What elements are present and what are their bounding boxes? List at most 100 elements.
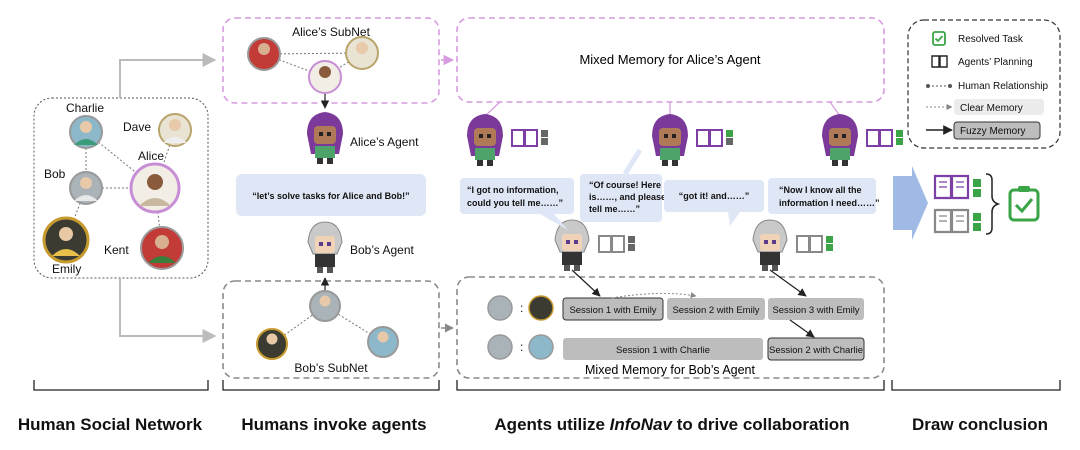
fuzzy-memory-link [789, 319, 815, 338]
column-label-collab-pre: Agents utilize [494, 415, 609, 434]
bob-subnet-avatar-charlie [367, 326, 399, 358]
column-label-invoke: Humans invoke agents [241, 415, 426, 434]
bob-memory-links [571, 269, 807, 297]
bob-agent-sprite-1 [554, 219, 590, 271]
column-label-network: Human Social Network [18, 415, 203, 434]
bubble-2-line-1: “Of course! Here [589, 180, 661, 190]
invoke-quote: “let’s solve tasks for Alice and Bob!” [252, 191, 409, 201]
session-emily-2-label: Session 2 with Emily [672, 305, 759, 316]
conclusion-brace [985, 173, 1001, 235]
alice-agents-row [467, 114, 903, 166]
avatar-dave [158, 113, 192, 147]
session-emily-3: Session 3 with Emily [768, 298, 864, 320]
alice-agent-sprite-3 [822, 114, 858, 166]
bob-subnet-avatar-bob [309, 290, 341, 322]
planning-book-icon-bob-1 [598, 235, 635, 253]
column-label-collaboration: Agents utilize InfoNav to drive collabor… [494, 415, 849, 434]
column-label-collab-post: to drive collaboration [672, 415, 850, 434]
memory-row-emily-avatars [487, 295, 554, 321]
relationship-line-icon [926, 84, 952, 88]
bob-subnet-title: Bob’s SubNet [294, 361, 368, 375]
alice-memory-links [484, 101, 841, 117]
check-icon [932, 31, 946, 46]
clear-memory-swatch [954, 99, 1044, 115]
planning-book-icon-alice-2 [696, 129, 733, 147]
bob-memory-box [456, 276, 885, 379]
conclusion-purple-book-icon [933, 174, 970, 200]
conclusion-gray-book-icon [933, 208, 970, 234]
session-emily-3-label: Session 3 with Emily [772, 305, 859, 316]
alice-memory-title: Mixed Memory for Alice’s Agent [579, 52, 760, 67]
colon-charlie: : [520, 340, 523, 354]
name-emily: Emily [52, 262, 81, 276]
dialogue-bubble-2: “Of course! Here is……, and please tell m… [580, 174, 666, 222]
name-kent: Kent [104, 243, 129, 257]
legend-agents-planning: Agents’ Planning [958, 57, 1033, 68]
alice-subnet-avatar-alice [308, 60, 342, 94]
conclusion-arrow-icon [893, 166, 928, 240]
session-charlie-1-label: Session 1 with Charlie [616, 345, 710, 356]
session-emily-1-label: Session 1 with Emily [569, 305, 656, 316]
session-charlie-2-label: Session 2 with Charlie [769, 345, 863, 356]
name-charlie: Charlie [66, 101, 104, 115]
bubble-2-pointer [622, 148, 643, 176]
bob-subnet-box [222, 280, 440, 379]
alice-agent-sprite-2 [652, 114, 688, 166]
planning-book-icon-alice-3 [866, 129, 903, 147]
conclusion-small-checks [973, 179, 981, 231]
column-brackets [33, 380, 1061, 391]
bubble-1-line-1: “I got no information, [467, 185, 559, 195]
alice-subnet-box [222, 17, 440, 104]
column-label-collab-infonav: InfoNav [610, 415, 674, 434]
alice-agent-sprite-1 [467, 114, 503, 166]
bubble-1-line-2: could you tell me……” [467, 198, 563, 208]
bubble-3-text: “got it! and……” [679, 191, 750, 201]
avatar-alice [129, 162, 181, 214]
bob-agent-sprite-2 [752, 219, 788, 271]
avatar-charlie [69, 115, 103, 149]
bob-memory-title: Mixed Memory for Bob’s Agent [585, 363, 756, 377]
bob-agent-label: Bob’s Agent [350, 243, 414, 257]
column-label-conclusion: Draw conclusion [912, 415, 1048, 434]
legend-fuzzy-memory: Fuzzy Memory [960, 126, 1026, 137]
memory-row-charlie-avatars [487, 334, 554, 360]
planning-book-icon-alice-1 [511, 129, 548, 147]
planning-book-icon-bob-2 [796, 235, 833, 253]
session-charlie-2: Session 2 with Charlie [767, 337, 865, 361]
legend-resolved-task: Resolved Task [958, 34, 1024, 45]
alice-subnet-avatar-dave [345, 36, 379, 70]
fuzzy-memory-swatch [953, 121, 1041, 140]
bubble-2-line-3: tell me……” [589, 204, 640, 214]
bob-subnet-avatar-emily [256, 328, 288, 360]
legend-box [907, 19, 1061, 149]
alice-agent-sprite [307, 112, 343, 164]
bubble-4-line-2: information I need……” [779, 198, 880, 208]
conclusion-resolved-icon [1008, 186, 1040, 222]
network-to-subnet-arrows [119, 53, 217, 343]
alice-agent-label: Alice’s Agent [350, 135, 419, 149]
dialogue-bubble-4: “Now I know all the information I need……… [768, 178, 880, 214]
avatar-bob [69, 171, 103, 205]
session-emily-2: Session 2 with Emily [667, 298, 765, 320]
book-icon [931, 55, 948, 68]
bob-agent-sprite [307, 221, 343, 273]
name-bob: Bob [44, 167, 66, 181]
dialogue-bubble-3: “got it! and……” [664, 180, 764, 226]
avatar-emily [42, 216, 90, 264]
clear-memory-link [611, 292, 697, 299]
bob-agents-row [554, 219, 833, 271]
name-alice: Alice [138, 149, 164, 163]
alice-subnet-title: Alice’s SubNet [292, 25, 370, 39]
session-emily-1: Session 1 with Emily [562, 297, 664, 321]
dialogue-bubble-1: “I got no information, could you tell me… [460, 178, 574, 230]
avatar-kent [140, 226, 184, 270]
session-charlie-1: Session 1 with Charlie [563, 338, 763, 360]
colon-emily: : [520, 301, 523, 315]
alice-subnet-avatar-kent [247, 37, 281, 71]
name-dave: Dave [123, 120, 151, 134]
invoke-bubble [236, 174, 426, 216]
bubble-4-line-1: “Now I know all the [779, 185, 862, 195]
legend-human-relationship: Human Relationship [958, 81, 1048, 92]
legend-clear-memory: Clear Memory [960, 103, 1023, 114]
